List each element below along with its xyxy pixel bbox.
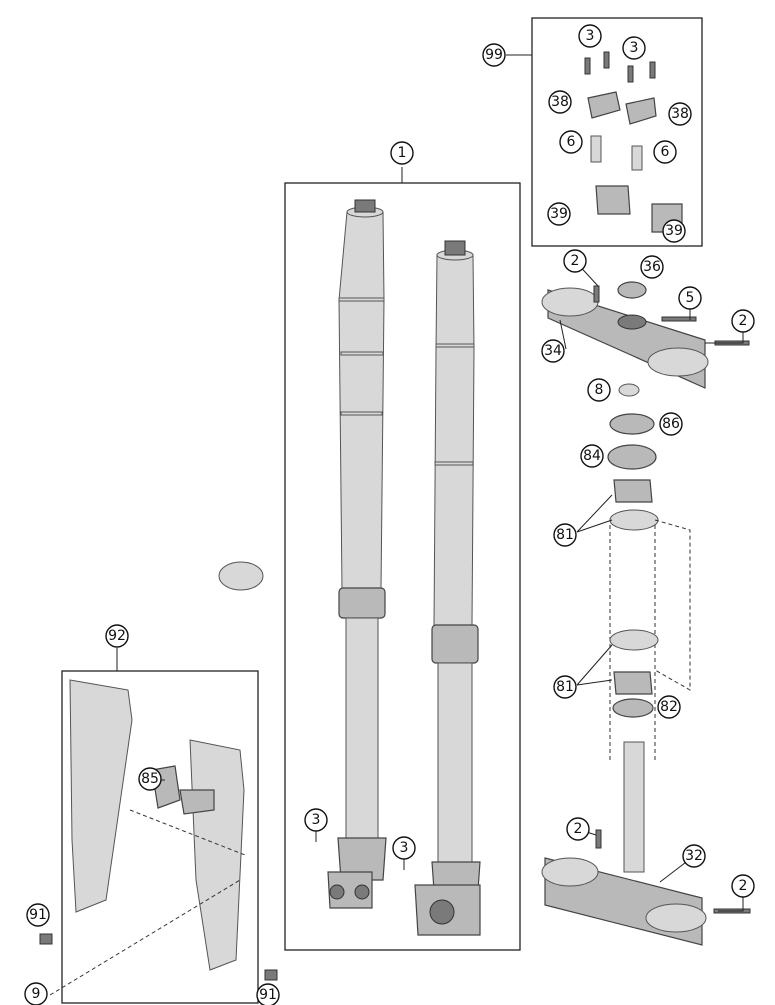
svg-text:2: 2 xyxy=(739,878,748,894)
callout-86: 86 xyxy=(659,412,683,436)
fork-leg-left xyxy=(327,199,387,909)
svg-text:6: 6 xyxy=(661,144,670,160)
frame-fork-guard-kit xyxy=(61,670,259,1004)
steering-head-bearings xyxy=(609,479,691,760)
svg-text:3: 3 xyxy=(630,40,639,56)
callout-3: 3 xyxy=(578,24,602,48)
svg-text:84: 84 xyxy=(583,448,601,464)
svg-text:34: 34 xyxy=(544,343,562,359)
callout-38: 38 xyxy=(548,90,572,114)
lower-triple-clamp xyxy=(541,741,751,946)
svg-text:91: 91 xyxy=(259,987,277,1003)
fork-leg-right xyxy=(414,240,481,936)
callout-9: 9 xyxy=(24,982,48,1005)
svg-text:8: 8 xyxy=(595,382,604,398)
seal-86 xyxy=(609,413,655,435)
svg-text:2: 2 xyxy=(574,821,583,837)
callout-6: 6 xyxy=(559,130,583,154)
callout-2: 2 xyxy=(566,817,590,841)
svg-text:38: 38 xyxy=(551,94,569,110)
upper-triple-clamp xyxy=(541,281,750,389)
callout-34: 34 xyxy=(541,339,565,363)
callout-2: 2 xyxy=(731,874,755,898)
callout-39: 39 xyxy=(662,219,686,243)
callout-39: 39 xyxy=(547,202,571,226)
callout-3: 3 xyxy=(304,808,328,832)
guard-dash-1 xyxy=(49,879,241,996)
svg-text:3: 3 xyxy=(312,812,321,828)
svg-text:99: 99 xyxy=(485,47,503,63)
svg-text:38: 38 xyxy=(671,106,689,122)
callout-38: 38 xyxy=(668,102,692,126)
callout-99: 99 xyxy=(482,43,506,67)
ring-84 xyxy=(607,444,657,470)
svg-text:2: 2 xyxy=(571,253,580,269)
svg-text:85: 85 xyxy=(141,771,159,787)
callout-6: 6 xyxy=(653,140,677,164)
callout-2: 2 xyxy=(731,309,755,333)
callout-36: 36 xyxy=(640,255,664,279)
svg-text:81: 81 xyxy=(556,679,574,695)
svg-text:81: 81 xyxy=(556,527,574,543)
callout-3: 3 xyxy=(622,36,646,60)
svg-text:3: 3 xyxy=(400,840,409,856)
svg-text:39: 39 xyxy=(550,206,568,222)
callout-91: 91 xyxy=(26,903,50,927)
svg-text:91: 91 xyxy=(29,907,47,923)
handlebar-clamp-parts xyxy=(584,51,683,233)
callout-3: 3 xyxy=(392,836,416,860)
svg-text:5: 5 xyxy=(686,290,695,306)
callout-82: 82 xyxy=(657,695,681,719)
callout-84: 84 xyxy=(580,444,604,468)
svg-text:39: 39 xyxy=(665,223,683,239)
o-ring xyxy=(618,383,640,397)
svg-text:82: 82 xyxy=(660,699,678,715)
frame-fork-assembly xyxy=(284,182,521,951)
svg-text:9: 9 xyxy=(32,986,41,1002)
callout-85: 85 xyxy=(138,767,162,791)
callout-81: 81 xyxy=(553,523,577,547)
svg-text:92: 92 xyxy=(108,628,126,644)
callout-8: 8 xyxy=(587,378,611,402)
callout-91: 91 xyxy=(256,983,280,1005)
callout-92: 92 xyxy=(105,624,129,648)
svg-text:1: 1 xyxy=(398,145,407,161)
callout-32: 32 xyxy=(682,844,706,868)
frame-handlebar-clamp-kit xyxy=(531,17,703,247)
svg-text:2: 2 xyxy=(739,313,748,329)
svg-text:36: 36 xyxy=(643,259,661,275)
svg-text:32: 32 xyxy=(685,848,703,864)
callout-5: 5 xyxy=(678,286,702,310)
svg-text:6: 6 xyxy=(567,134,576,150)
svg-text:3: 3 xyxy=(586,28,595,44)
callout-2: 2 xyxy=(563,249,587,273)
callout-81: 81 xyxy=(553,675,577,699)
svg-text:86: 86 xyxy=(662,416,680,432)
fork-guard-parts xyxy=(39,561,278,981)
callout-1: 1 xyxy=(390,141,414,165)
